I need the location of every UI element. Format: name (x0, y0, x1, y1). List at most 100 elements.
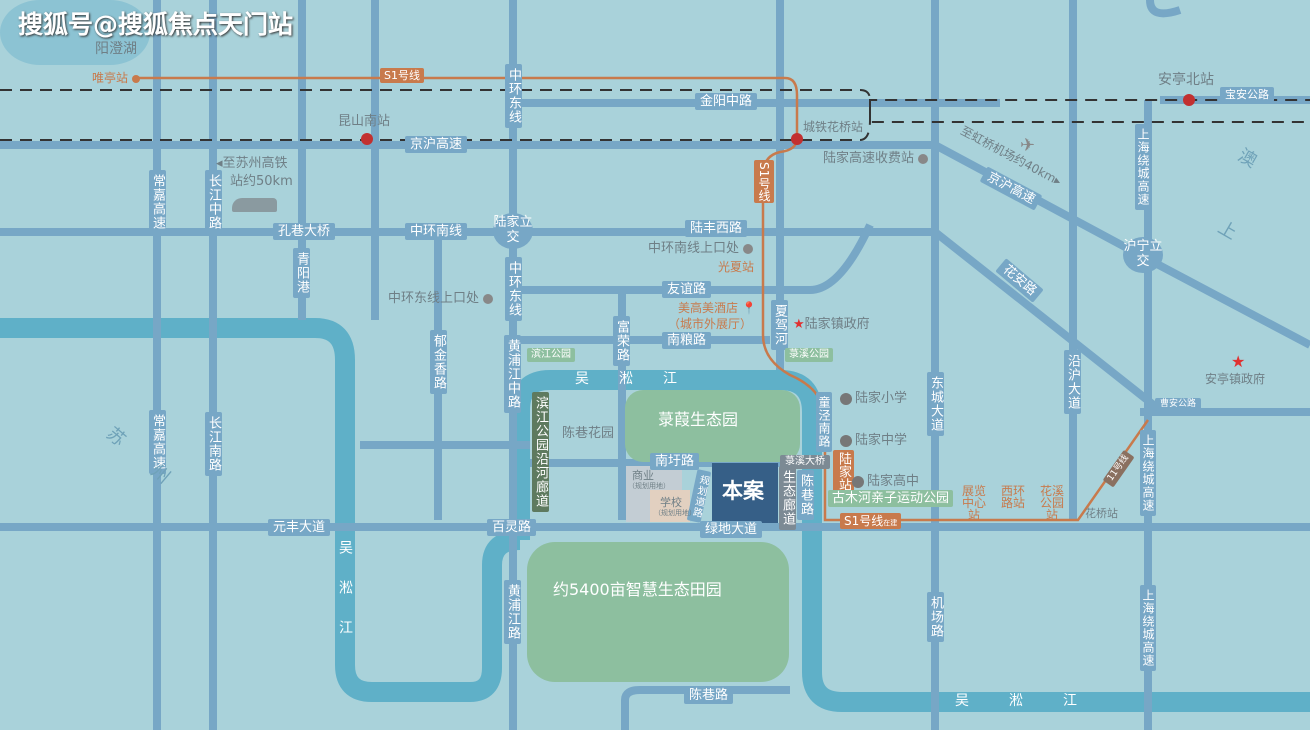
road-youyi[interactable]: 友谊路 (662, 281, 712, 298)
farmland-area (527, 542, 789, 682)
road-zhonghuan-south[interactable]: 中环南线 (405, 223, 468, 240)
luxi-park[interactable]: 菉溪公园 (785, 348, 833, 362)
road-dongcheng[interactable]: 东城大道 (927, 372, 944, 436)
station-zhanlan[interactable]: 展览中心站 (961, 484, 986, 522)
zhonghuan-east-ramp[interactable]: 中环东线上口处 (388, 292, 494, 305)
road-zhonghuan-east[interactable]: 中环东线 (505, 257, 522, 321)
station-huaxi[interactable]: 花溪公园站 (1039, 484, 1064, 522)
watermark: 搜狐号@搜狐焦点天门站 (18, 10, 294, 39)
station-xihuan[interactable]: 西环路站 (1000, 484, 1025, 510)
s1-line-badge-south: S1号线在建 (840, 513, 902, 529)
road-nanxu[interactable]: 南圩路 (650, 453, 700, 470)
road-yanhu[interactable]: 沿沪大道 (1064, 350, 1081, 414)
project-area (712, 463, 778, 523)
yangcheng-lake-label: 阳澄湖 (95, 41, 137, 57)
to-suzhou-distance: 站约50km (230, 174, 293, 189)
road-chenxiang-south[interactable]: 陈巷路 (684, 687, 734, 704)
hotel-poi[interactable]: 美高美酒店 📍 (678, 301, 757, 315)
road-yujinxiang[interactable]: 郁金香路 (430, 330, 447, 394)
star-icon: ★ (1231, 352, 1246, 371)
yangcheng-lake (0, 0, 150, 65)
road-changjia-north[interactable]: 常嘉高速 (149, 170, 166, 234)
road-lufeng-west[interactable]: 陆丰西路 (685, 220, 748, 237)
road-ring-expressway-mid[interactable]: 上海绕城高速 (1140, 430, 1156, 516)
road-kongxiang-bridge[interactable]: 孔巷大桥 (273, 223, 336, 240)
lujia-town-gov[interactable]: ★陆家镇政府 (793, 317, 870, 332)
lujia-high-school[interactable]: 陆家高中 (852, 475, 919, 488)
station-huaqiao[interactable]: 花桥站 (1085, 507, 1118, 520)
chenxiang-garden[interactable]: 陈巷花园 (562, 426, 615, 441)
lujia-primary-school[interactable]: 陆家小学 (840, 392, 907, 405)
road-lvdi[interactable]: 绿地大道 (700, 521, 763, 538)
to-suzhou-hsr: ◂至苏州高铁 (216, 156, 288, 171)
station-dot-icon (131, 74, 140, 83)
railway (0, 89, 1310, 141)
road-eco-corridor[interactable]: 生态廊道 (779, 466, 796, 530)
wusong-river (0, 318, 1310, 712)
road-ring-expressway-north[interactable]: 上海绕城高速 (1135, 124, 1151, 210)
ramp-dot-icon (743, 243, 754, 254)
lujia-middle-school[interactable]: 陆家中学 (840, 434, 907, 447)
location-pin-icon: 📍 (741, 301, 757, 315)
road-ring-expressway-south[interactable]: 上海绕城高速 (1140, 585, 1156, 671)
road-huangpujiang[interactable]: 黄浦江路 (504, 580, 521, 644)
station-lujia[interactable]: 陆家站 (833, 450, 854, 493)
road-jinyang[interactable]: 金阳中路 (695, 93, 758, 110)
road-bailing[interactable]: 百灵路 (487, 519, 537, 536)
train-station-icon (791, 133, 803, 145)
school-icon (840, 392, 852, 405)
road-jichang[interactable]: 机场路 (927, 592, 944, 642)
farmland-label[interactable]: 约5400亩智慧生态田园 (553, 580, 722, 599)
binjiang-corridor[interactable]: 滨江公园沿河廊道 (532, 392, 549, 512)
zhonghuan-south-ramp[interactable]: 中环南线上口处 (648, 242, 754, 255)
commerce-subtitle: （规划用地） (628, 482, 670, 490)
binjiang-park[interactable]: 滨江公园 (527, 348, 575, 362)
s1-line-badge: S1号线 (380, 68, 424, 83)
road-chenxiang[interactable]: 陈巷路 (797, 470, 814, 520)
road-nanliang[interactable]: 南粮路 (662, 332, 712, 349)
huning-interchange[interactable]: 沪宁立交 (1123, 237, 1163, 273)
train-station-icon (1183, 94, 1195, 106)
gumu-river-park[interactable]: 古木河亲子运动公园 (828, 490, 954, 507)
road-qingyanggang[interactable]: 青阳港 (293, 248, 310, 298)
river-wusong-left: 吴淞江 (337, 540, 353, 660)
road-jinghu[interactable]: 京沪高速 (405, 136, 468, 153)
river-wusong-top: 吴淞江 (575, 371, 707, 387)
river-wusong-bottom: 吴淞江 (955, 693, 1117, 709)
road-changjiang-south[interactable]: 长江南路 (205, 412, 222, 476)
toll-dot-icon (918, 153, 929, 164)
train-station-icon (361, 133, 373, 145)
road-changjia-south[interactable]: 常嘉高速 (149, 410, 166, 474)
anting-north-station[interactable]: 安亭北站 (1158, 72, 1214, 88)
hotel-subtitle: （城市外展厅） (668, 317, 753, 331)
school-icon (840, 434, 852, 447)
road-furong[interactable]: 富荣路 (613, 316, 630, 366)
eco-park-label[interactable]: 菉葭生态园 (658, 410, 739, 429)
lujia-toll-station[interactable]: 陆家高速收费站 (823, 152, 929, 165)
road-xiajiahe[interactable]: 夏驾河 (771, 300, 788, 350)
road-huangpujiang-middle[interactable]: 黄浦江中路 (504, 335, 521, 413)
school-label: 学校 (660, 496, 682, 509)
school-area (650, 490, 690, 522)
anting-town-gov[interactable]: 安亭镇政府 (1205, 372, 1266, 386)
chengtie-huaqiao-station[interactable]: 城铁花桥站 (803, 120, 864, 134)
kunshan-south-station[interactable]: 昆山南站 (338, 114, 391, 129)
road-zhonghuan-east-north[interactable]: 中环东线 (505, 64, 522, 128)
lujia-interchange[interactable]: 陆家立交 (493, 213, 533, 249)
train-icon (232, 198, 277, 212)
station-weiting[interactable]: 唯亭站 (92, 72, 140, 84)
road-tongjing-south[interactable]: 童泾南路 (816, 392, 832, 452)
luxi-bridge[interactable]: 菉溪大桥 (780, 455, 830, 469)
airplane-icon: ✈ (1020, 135, 1036, 156)
station-guangxia[interactable]: 光夏站 (718, 260, 755, 274)
commerce-label: 商业 (632, 469, 654, 482)
eco-park-area (625, 390, 800, 462)
s1-status: 在建 (883, 519, 898, 527)
road-changjiang-middle[interactable]: 长江中路 (205, 170, 222, 234)
road-yuanfeng[interactable]: 元丰大道 (268, 519, 331, 536)
road-baoan[interactable]: 宝安公路 (1220, 87, 1274, 102)
s1-line-vertical-badge: S1号线 (754, 160, 774, 204)
project-label[interactable]: 本案 (722, 479, 764, 503)
road-caoan[interactable]: 曹安公路 (1155, 398, 1202, 411)
